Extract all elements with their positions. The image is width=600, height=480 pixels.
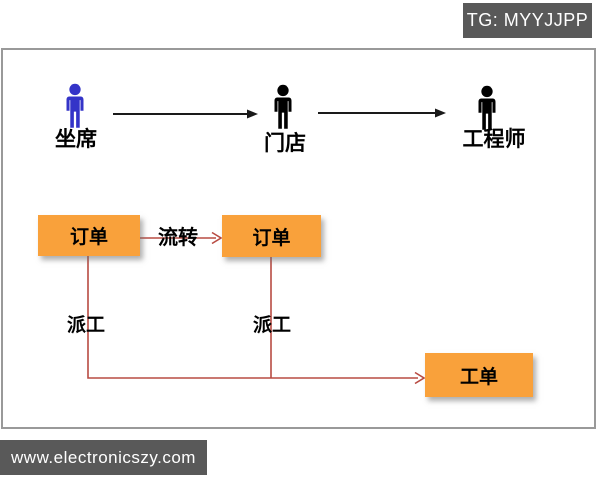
tg-watermark-badge: TG: MYYJJPP [463,3,592,38]
edge-label-dispatch-1: 派工 [66,315,105,336]
work-order-box-label: 工单 [459,366,498,388]
order-box-1: 订单 [38,215,140,256]
edge-label-flow: 流转 [158,227,198,249]
order-box-2: 订单 [222,215,321,257]
edge-label-dispatch-2: 派工 [252,315,291,336]
site-watermark-text: www.electronicszy.com [11,447,196,467]
actor-label-store: 门店 [264,132,306,155]
person-icon [66,83,84,128]
order-box-2-label: 订单 [252,227,291,249]
tg-watermark-text: TG: MYYJJPP [466,10,589,30]
actor-label-engineer: 工程师 [462,128,526,151]
work-order-box: 工单 [425,353,533,397]
actor-label-agent: 坐席 [55,128,97,151]
person-icon [478,85,496,130]
order-box-1-label: 订单 [69,227,108,248]
site-watermark-badge: www.electronicszy.com [0,440,207,475]
person-icon [274,84,292,129]
